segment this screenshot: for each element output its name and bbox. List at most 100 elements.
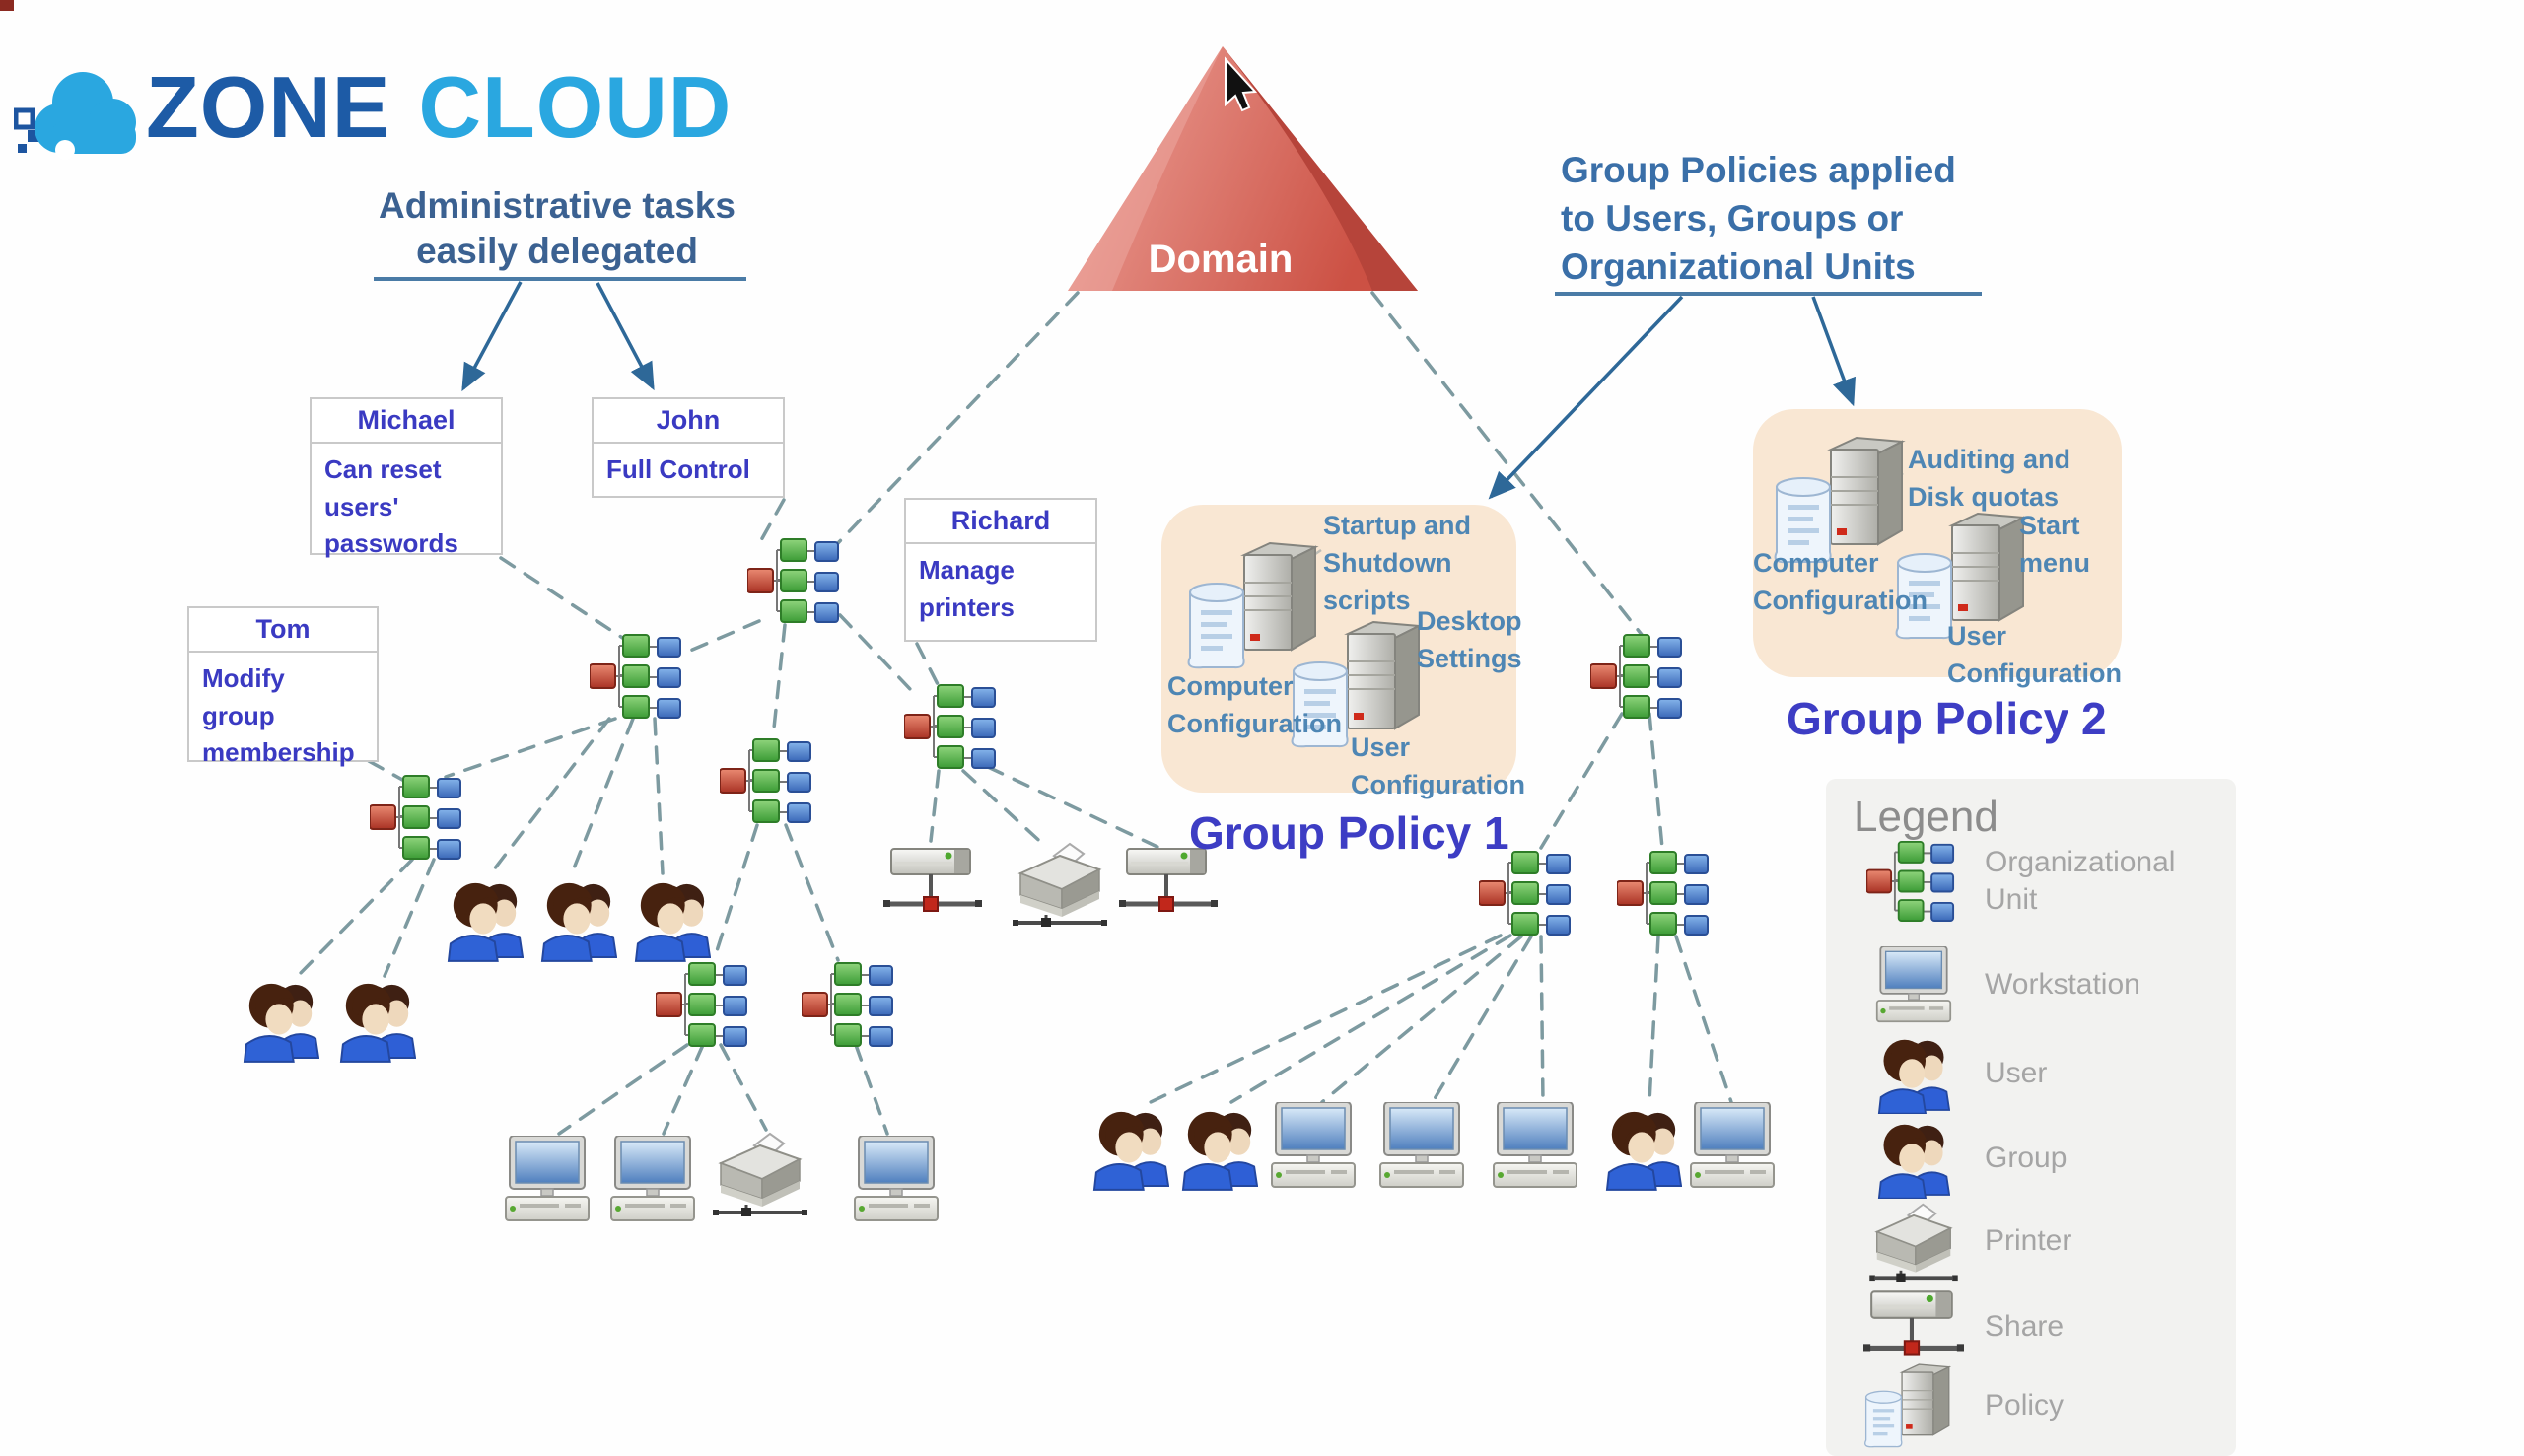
- legend-label: User: [1985, 1056, 2048, 1089]
- dash-line: [489, 717, 611, 875]
- gp-caption-line1: Group Policies applied: [1561, 150, 1956, 190]
- dash-line: [1370, 291, 1645, 638]
- dash-line: [444, 717, 617, 779]
- ou-icon: [1866, 840, 1961, 923]
- ou-icon: [1590, 633, 1689, 720]
- workstation-icon: [853, 1136, 940, 1222]
- gp2-title: Group Policy 2: [1787, 693, 2107, 744]
- dash-line: [854, 1043, 889, 1136]
- admin-caption: Administrative tasks easily delegated: [350, 183, 764, 275]
- delegation-box-michael: Michael Can reset users' passwords: [310, 397, 503, 558]
- legend-panel: Legend Organizational Unit Workstation U…: [1826, 779, 2236, 1456]
- domain-pyramid: Domain: [1068, 46, 1418, 291]
- dash-line: [838, 613, 913, 692]
- delegation-box-john: John Full Control: [592, 397, 785, 498]
- user-icon: [1181, 1104, 1258, 1191]
- workstation-icon: [1270, 1102, 1357, 1189]
- dash-line: [1539, 935, 1545, 1104]
- dash-line: [1648, 712, 1664, 850]
- ou-icon: [747, 537, 846, 624]
- delegation-box-richard: Richard Manage printers: [904, 498, 1097, 642]
- delegation-box-tom: Tom Modify group membership: [187, 606, 379, 767]
- gp1-user-label: User Configuration: [1351, 732, 1525, 799]
- logo-zone-text: ZONE: [146, 58, 391, 156]
- arrow-line: [596, 282, 655, 391]
- dash-line: [712, 823, 759, 962]
- dash-line: [1320, 935, 1523, 1104]
- legend-row: Policy: [1842, 1360, 2192, 1452]
- dash-line: [367, 759, 406, 783]
- arrow-line: [1811, 296, 1856, 407]
- box-body: Modify group membership: [202, 663, 355, 768]
- legend-title: Legend: [1854, 793, 1998, 841]
- ou-icon: [904, 683, 1003, 770]
- ou-icon: [1479, 850, 1578, 936]
- box-body: Full Control: [606, 454, 750, 484]
- dash-line: [759, 498, 786, 542]
- brand-logo: ZONE CLOUD: [146, 57, 732, 158]
- legend-row: Share: [1842, 1285, 2192, 1368]
- dash-line: [1431, 935, 1533, 1104]
- legend-label: Group: [1985, 1141, 2068, 1174]
- box-body: Manage printers: [919, 555, 1015, 622]
- arrow-line: [461, 281, 523, 392]
- dash-line: [653, 717, 665, 875]
- ou-icon: [720, 737, 818, 824]
- policy-icon: [1861, 1360, 1966, 1452]
- dash-line: [915, 642, 941, 688]
- admin-caption-line1: Administrative tasks: [379, 185, 736, 226]
- legend-label: Workstation: [1985, 967, 2140, 1001]
- domain-label: Domain: [1149, 238, 1294, 281]
- box-body: Can reset users' passwords: [324, 454, 458, 559]
- legend-row: Workstation: [1842, 946, 2192, 1023]
- legend-label: Printer: [1985, 1223, 2072, 1257]
- admin-caption-line2: easily delegated: [416, 231, 698, 272]
- ou-icon: [802, 961, 900, 1048]
- legend-row: Group: [1842, 1118, 2192, 1199]
- legend-label: Organizational Unit: [1985, 845, 2176, 916]
- dash-line: [1648, 935, 1660, 1104]
- ou-icon: [656, 961, 754, 1048]
- gp2-start-label: Start menu: [2019, 511, 2091, 578]
- logo-cloud-text: CLOUD: [418, 58, 733, 156]
- box-title: John: [594, 399, 783, 444]
- dash-line: [784, 823, 840, 962]
- workstation-icon: [1378, 1102, 1465, 1189]
- gp-caption: Group Policies applied to Users, Groups …: [1561, 146, 1956, 292]
- gp1-desktop-label: Desktop Settings: [1417, 606, 1522, 673]
- legend-label: Share: [1985, 1309, 2065, 1343]
- user-icon: [447, 875, 524, 962]
- printer-icon: [711, 1130, 809, 1216]
- dash-line: [1149, 934, 1503, 1104]
- dash-line: [929, 769, 941, 843]
- dash-line: [1539, 712, 1624, 850]
- share-icon: [883, 843, 982, 924]
- box-title: Tom: [189, 608, 377, 653]
- gp-caption-line3: Organizational Units: [1561, 246, 1916, 288]
- user-icon: [1092, 1104, 1169, 1191]
- user-icon: [243, 976, 319, 1063]
- dash-line: [961, 769, 1049, 850]
- dash-line: [557, 1043, 689, 1136]
- dash-line: [383, 858, 436, 978]
- dash-line: [986, 765, 1161, 850]
- dash-line: [719, 1043, 768, 1132]
- ou-icon: [370, 774, 468, 861]
- video-artifact: [0, 0, 14, 11]
- gp1-title: Group Policy 1: [1189, 807, 1509, 859]
- user-icon: [634, 875, 711, 962]
- printer-icon: [1011, 840, 1109, 927]
- user-icon: [540, 875, 617, 962]
- dash-line: [296, 858, 414, 978]
- box-title: Richard: [906, 500, 1095, 544]
- dash-line: [570, 717, 635, 875]
- legend-row: User: [1842, 1033, 2192, 1114]
- gp2-auditing-label: Auditing and Disk quotas: [1908, 445, 2070, 512]
- dash-line: [834, 291, 1080, 547]
- dash-line: [1674, 935, 1733, 1104]
- workstation-icon: [1492, 1102, 1578, 1189]
- user-icon: [339, 976, 416, 1063]
